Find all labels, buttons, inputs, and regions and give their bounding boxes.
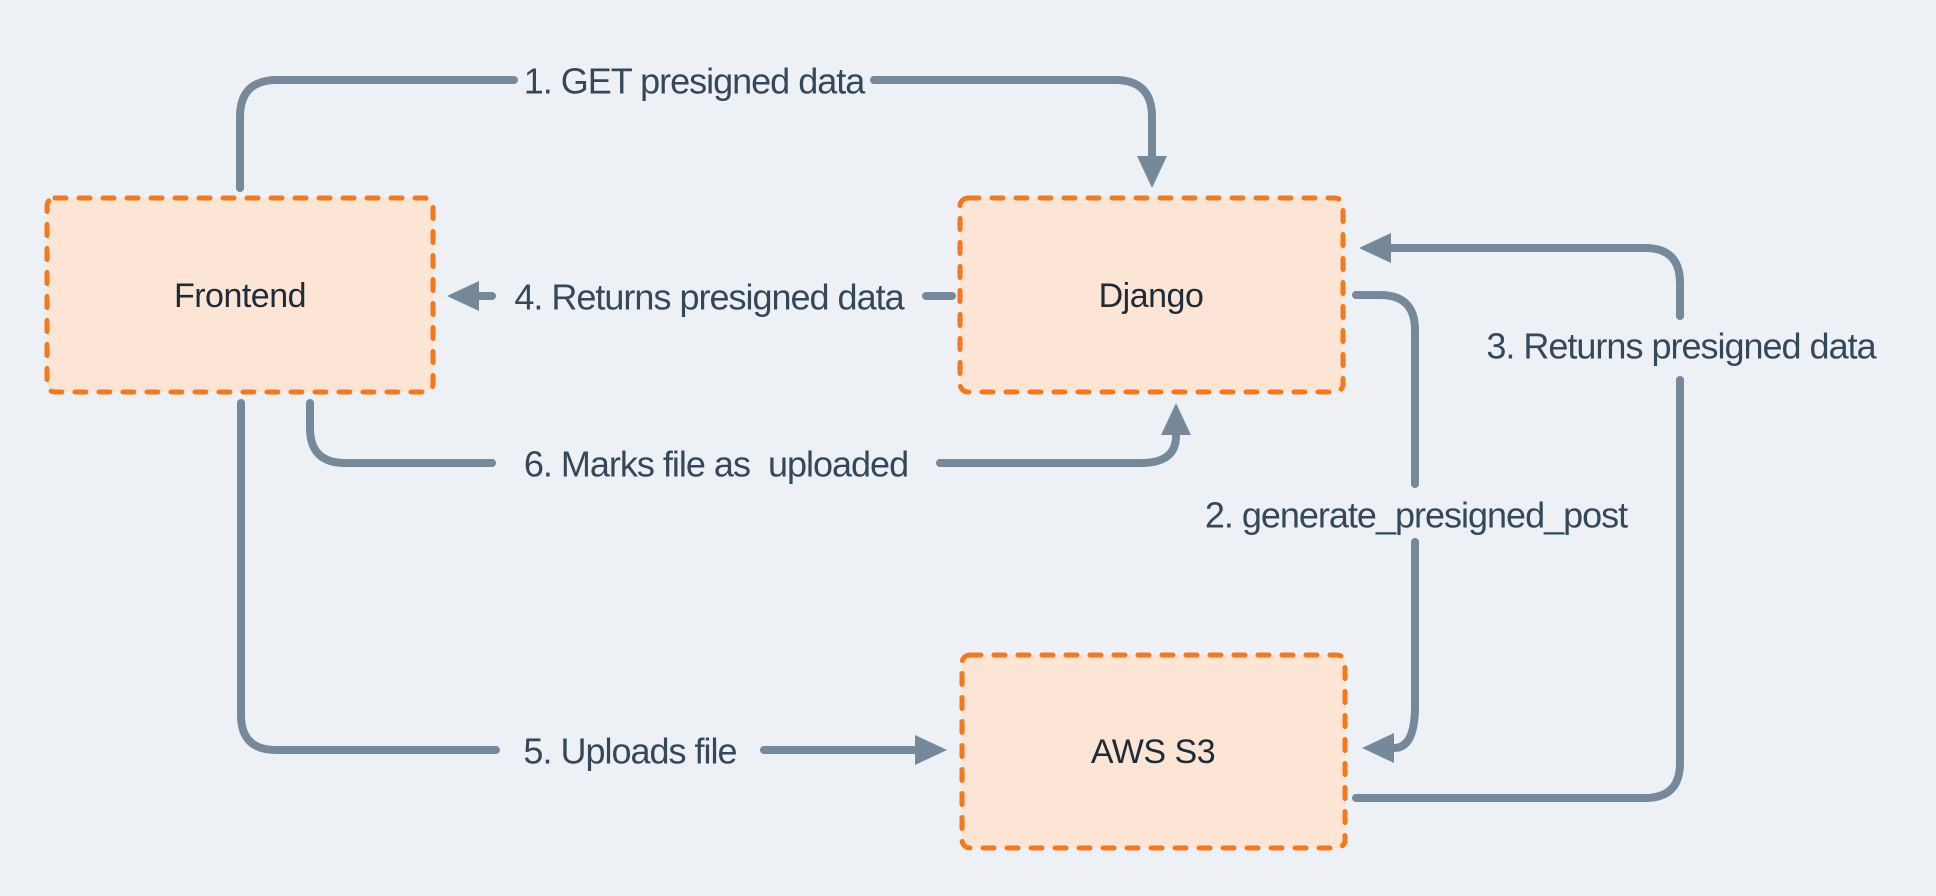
flow-step1-line-start (236, 76, 518, 192)
flow-step2-arrowhead-left (1362, 733, 1394, 763)
flow-step4-label: 4. Returns presigned data (514, 277, 905, 318)
flow-step5 (237, 399, 947, 765)
flow-step6-line-start (306, 399, 496, 467)
flow-step5-label: 5. Uploads file (523, 731, 736, 772)
flow-step2-line-end (1390, 538, 1419, 752)
node-aws-s3-box (959, 652, 1348, 851)
node-frontend-box (44, 195, 436, 395)
node-django-label: Django (1099, 277, 1204, 315)
node-frontend: Frontend (44, 195, 436, 395)
flow-step1 (236, 76, 1167, 192)
flow-step1-line-end (870, 76, 1156, 162)
flow-step6-line-end (936, 432, 1180, 467)
node-django-box (957, 195, 1346, 395)
flow-step3-line-end (1387, 244, 1684, 320)
flow-step2 (1352, 291, 1419, 763)
flow-step3 (1352, 233, 1684, 802)
node-aws-s3-label: AWS S3 (1091, 733, 1215, 771)
flow-step1-label: 1. GET presigned data (524, 61, 867, 102)
flow-step3-arrowhead-left (1359, 233, 1391, 263)
flow-step6-arrowhead-up (1161, 403, 1191, 435)
flow-step2-line-start (1352, 291, 1419, 488)
flow-step4-arrowhead-left (447, 281, 479, 311)
flow-step5-line-start (237, 399, 500, 754)
flow-step3-label: 3. Returns presigned data (1486, 326, 1877, 367)
flow-step2-label: 2. generate_presigned_post (1205, 495, 1628, 536)
node-aws-s3: AWS S3 (959, 652, 1348, 851)
flow-step3-line-start (1352, 376, 1684, 802)
node-frontend-label: Frontend (174, 277, 306, 315)
node-django: Django (957, 195, 1346, 395)
flow-step5-arrowhead-right (915, 735, 947, 765)
flow-step1-arrowhead-down (1137, 156, 1167, 188)
flow-step4 (447, 281, 956, 311)
flow-step6-label: 6. Marks file as uploaded (524, 444, 908, 485)
flow-step6 (306, 399, 1191, 467)
